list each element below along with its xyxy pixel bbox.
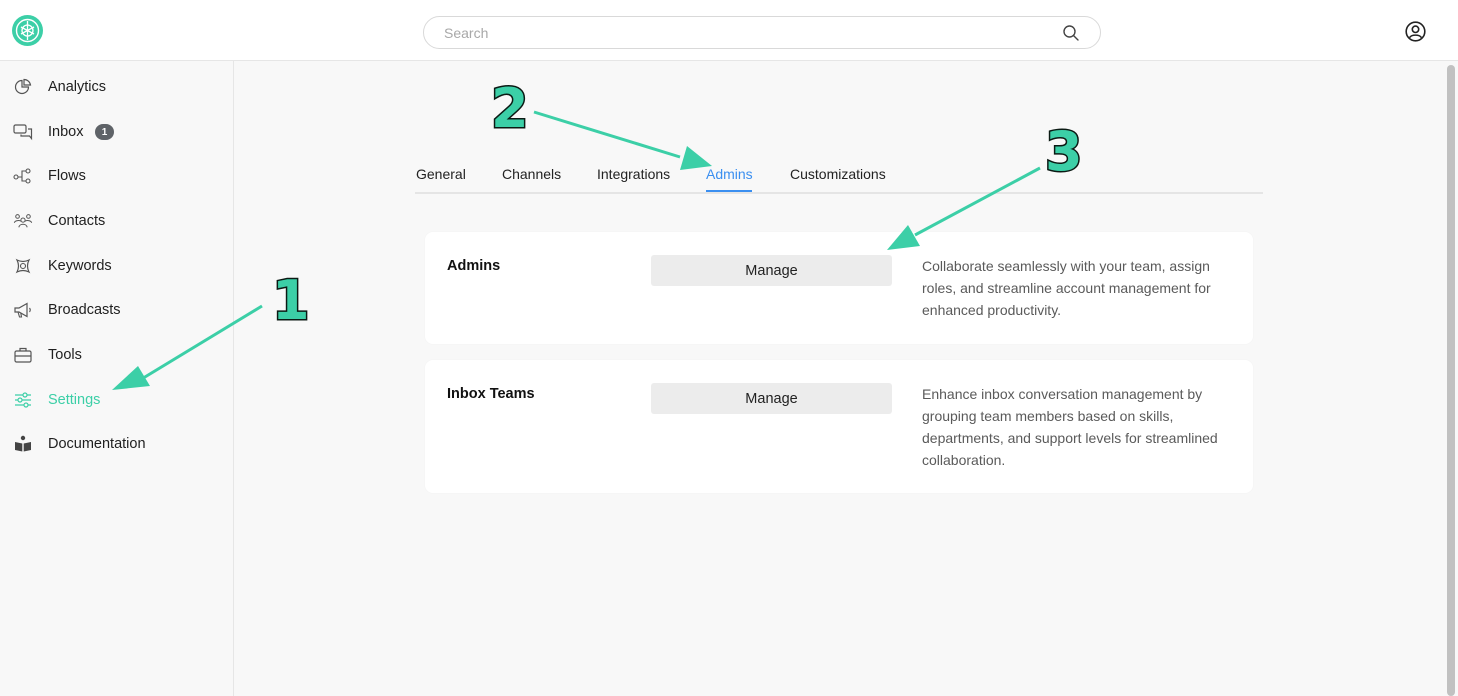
- tab-admins[interactable]: Admins: [706, 166, 753, 182]
- toolbox-icon: [13, 345, 33, 365]
- people-icon: [13, 211, 33, 231]
- sidebar-item-label: Settings: [48, 392, 101, 408]
- sidebar-item-label: Keywords: [48, 258, 112, 274]
- settings-tabs: General Channels Integrations Admins Cus…: [415, 150, 1263, 194]
- sidebar-item-broadcasts[interactable]: Broadcasts: [0, 290, 233, 330]
- sidebar-item-label: Broadcasts: [48, 302, 121, 318]
- search-input[interactable]: [444, 17, 1044, 48]
- card-title: Inbox Teams: [447, 386, 535, 402]
- tab-customizations[interactable]: Customizations: [790, 166, 886, 182]
- sidebar-item-label: Contacts: [48, 213, 106, 229]
- admins-card: Admins Manage Collaborate seamlessly wit…: [425, 232, 1253, 344]
- sidebar-item-label: Documentation: [48, 436, 146, 452]
- documentation-icon: [13, 434, 33, 454]
- step-number-1: 1: [272, 269, 310, 332]
- active-tab-indicator: [706, 190, 752, 192]
- tab-general[interactable]: General: [416, 166, 466, 182]
- chat-bubbles-icon: [13, 122, 33, 142]
- top-bar: [0, 0, 1458, 61]
- sidebar-item-settings[interactable]: Settings: [0, 380, 233, 420]
- tab-integrations[interactable]: Integrations: [597, 166, 671, 182]
- card-description: Collaborate seamlessly with your team, a…: [922, 258, 1211, 318]
- sidebar-item-label: Tools: [48, 347, 82, 363]
- sidebar-item-contacts[interactable]: Contacts: [0, 201, 233, 241]
- sidebar-item-keywords[interactable]: Keywords: [0, 246, 233, 286]
- sidebar-item-tools[interactable]: Tools: [0, 335, 233, 375]
- sliders-icon: [13, 390, 33, 410]
- search-box[interactable]: [423, 16, 1101, 49]
- manage-inbox-teams-button[interactable]: Manage: [651, 383, 892, 414]
- sidebar-item-label: Flows: [48, 168, 86, 184]
- inbox-teams-card: Inbox Teams Manage Enhance inbox convers…: [425, 360, 1253, 493]
- sidebar: Analytics Inbox 1 Flows Contacts Keyword…: [0, 61, 234, 696]
- megaphone-icon: [13, 300, 33, 320]
- sidebar-item-documentation[interactable]: Documentation: [0, 424, 233, 464]
- scrollbar[interactable]: [1447, 65, 1455, 696]
- sidebar-item-inbox[interactable]: Inbox 1: [0, 112, 233, 152]
- flow-nodes-icon: [13, 166, 33, 186]
- sidebar-item-flows[interactable]: Flows: [0, 156, 233, 196]
- tab-channels[interactable]: Channels: [502, 166, 562, 182]
- card-description: Enhance inbox conversation management by…: [922, 386, 1218, 468]
- card-title: Admins: [447, 258, 501, 274]
- manage-admins-button[interactable]: Manage: [651, 255, 892, 286]
- keywords-icon: [13, 256, 33, 276]
- unread-count-badge: 1: [95, 124, 114, 140]
- sidebar-item-label: Analytics: [48, 79, 107, 95]
- step-number-2: 2: [491, 77, 529, 140]
- sidebar-item-label: Inbox: [48, 124, 84, 140]
- sidebar-item-analytics[interactable]: Analytics: [0, 67, 233, 107]
- search-icon[interactable]: [1062, 24, 1080, 42]
- user-account-icon[interactable]: [1405, 21, 1426, 42]
- pie-chart-icon: [13, 77, 33, 97]
- brand-logo-icon[interactable]: [12, 15, 43, 46]
